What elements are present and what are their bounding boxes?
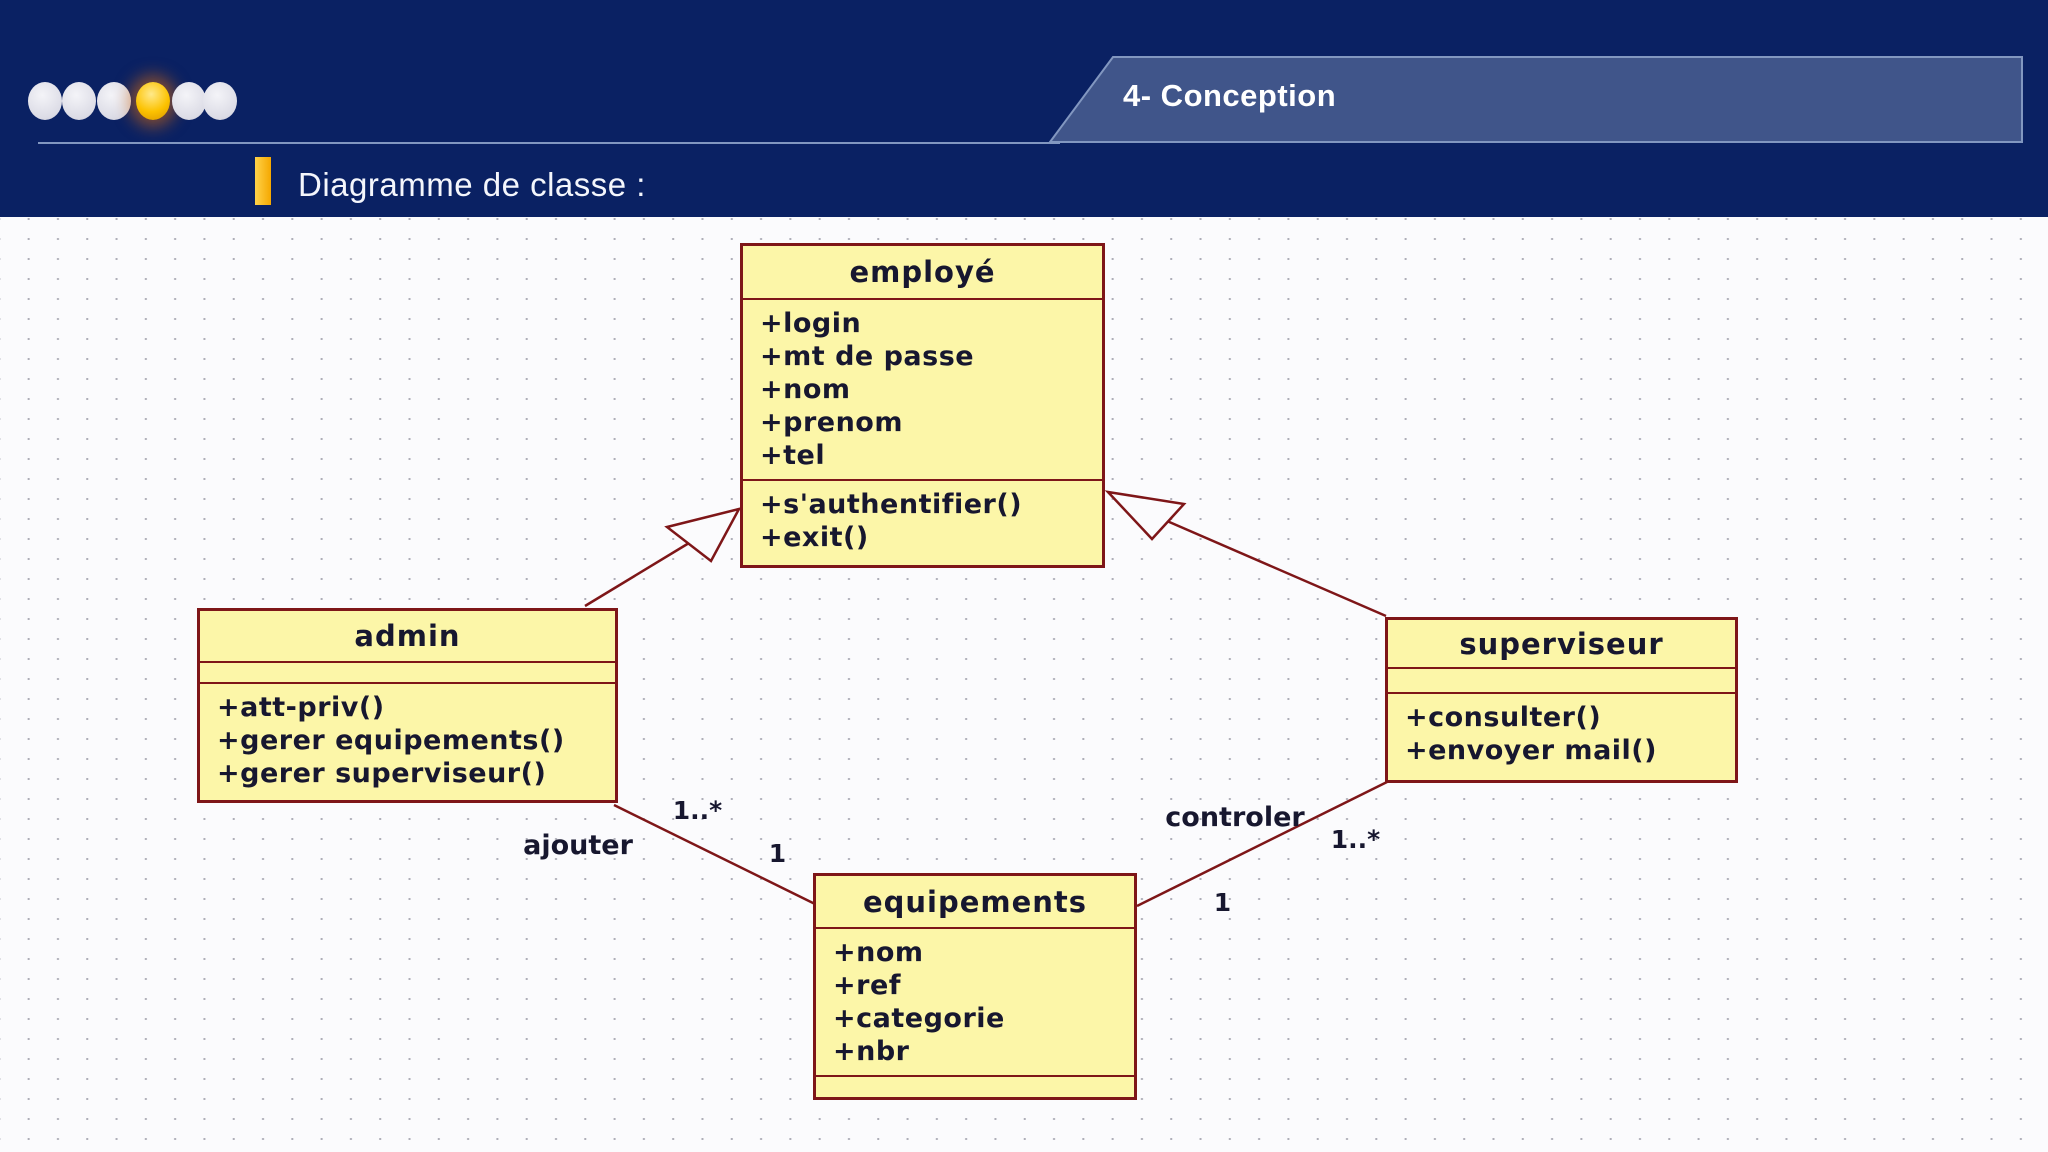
uml-attribute: +nom: [760, 374, 851, 405]
multiplicity-equipements-end: 1: [768, 839, 787, 868]
generalization-line-superviseur-employe: [1166, 519, 1387, 618]
uml-class-name: superviseur: [1459, 626, 1664, 661]
progress-dot-active-icon: [136, 82, 170, 120]
title-accent-bar: [255, 157, 271, 205]
slide-header: 4- Conception Diagramme de classe :: [0, 0, 2048, 217]
uml-method: +envoyer mail(): [1405, 735, 1657, 766]
uml-method: +att-priv(): [217, 692, 385, 723]
uml-attribute: +categorie: [833, 1003, 1005, 1034]
uml-attribute: +nbr: [833, 1036, 910, 1067]
slide-title: Diagramme de classe :: [298, 166, 646, 203]
generalization-arrowhead-icon: [664, 507, 742, 563]
uml-method: +consulter(): [1405, 702, 1602, 733]
uml-methods-compartment: [816, 1075, 1134, 1097]
uml-attribute: +ref: [833, 970, 901, 1001]
uml-attributes-compartment: [200, 661, 615, 682]
uml-method: +s'authentifier(): [760, 489, 1023, 520]
uml-attributes-compartment: [1388, 667, 1735, 692]
uml-class-employe: employé +login +mt de passe +nom +prenom…: [740, 243, 1105, 568]
uml-attributes-compartment: +login +mt de passe +nom +prenom +tel: [743, 298, 1102, 479]
uml-methods-compartment: +consulter() +envoyer mail(): [1388, 692, 1735, 780]
section-banner-label: 4- Conception: [1123, 78, 1337, 113]
uml-class-admin: admin +att-priv() +gerer equipements() +…: [197, 608, 618, 803]
multiplicity-equipements-end: 1: [1213, 888, 1232, 917]
multiplicity-admin-end: 1..*: [672, 796, 723, 825]
uml-method: +gerer superviseur(): [217, 758, 547, 789]
uml-class-name: admin: [354, 619, 461, 653]
multiplicity-superviseur-end: 1..*: [1330, 825, 1381, 854]
uml-attribute: +tel: [760, 440, 826, 471]
uml-methods-compartment: +att-priv() +gerer equipements() +gerer …: [200, 682, 615, 800]
progress-dot-icon: [28, 82, 62, 120]
uml-attribute: +nom: [833, 937, 924, 968]
uml-attributes-compartment: +nom +ref +categorie +nbr: [816, 927, 1134, 1075]
uml-class-superviseur: superviseur +consulter() +envoyer mail(): [1385, 617, 1738, 783]
progress-dot-icon: [203, 82, 237, 120]
uml-methods-compartment: +s'authentifier() +exit(): [743, 479, 1102, 565]
association-line-controler: [1136, 780, 1388, 908]
progress-dot-icon: [97, 82, 131, 120]
association-label-ajouter: ajouter: [523, 830, 633, 861]
uml-class-equipements: equipements +nom +ref +categorie +nbr: [813, 873, 1137, 1100]
uml-attribute: +mt de passe: [760, 341, 975, 372]
association-line-ajouter: [613, 803, 816, 906]
progress-dot-icon: [62, 82, 96, 120]
uml-method: +gerer equipements(): [217, 725, 565, 756]
uml-class-name: employé: [849, 255, 996, 289]
association-label-controler: controler: [1165, 802, 1305, 833]
generalization-line-admin-employe: [584, 541, 690, 608]
progress-dot-icon: [172, 82, 206, 120]
uml-attribute: +login: [760, 308, 862, 339]
uml-attribute: +prenom: [760, 407, 903, 438]
generalization-arrowhead-icon: [1104, 490, 1187, 541]
section-banner-shape: [1048, 56, 2023, 143]
header-divider: [38, 142, 1060, 144]
uml-method: +exit(): [760, 522, 869, 553]
uml-class-name: equipements: [862, 884, 1088, 919]
